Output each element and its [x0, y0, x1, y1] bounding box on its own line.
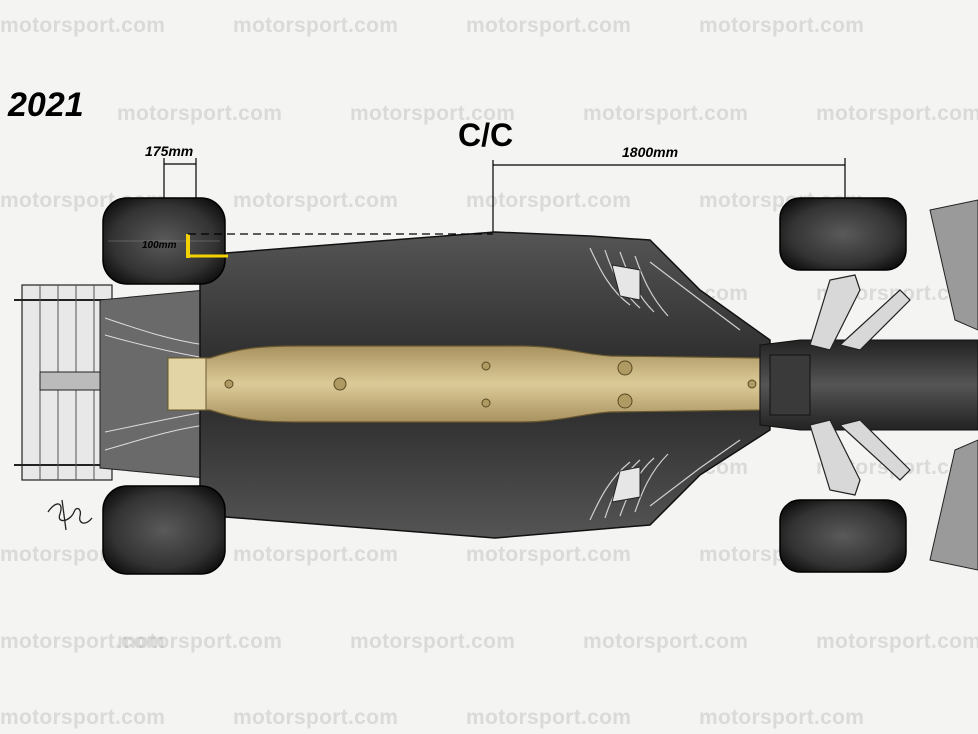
tyre-width-label: 175mm — [145, 143, 194, 159]
tyre-width-dimension — [163, 158, 197, 198]
centerline-label: C/C — [458, 117, 514, 153]
front-suspension — [809, 274, 911, 496]
artist-signature — [47, 499, 93, 531]
front-tyre-bottom — [779, 499, 907, 573]
nose — [759, 339, 978, 431]
year-label: 2021 — [8, 86, 84, 124]
wheelbase-dimension-label: 1800mm — [622, 144, 679, 160]
floor-slots — [611, 264, 641, 503]
rear-wing — [14, 284, 113, 481]
front-wing — [929, 199, 978, 571]
plank — [167, 345, 761, 423]
floor-cut-label: 100mm — [142, 240, 177, 251]
diffuser — [99, 289, 206, 479]
wheelbase-dimension — [493, 158, 846, 198]
floor-cut-marker — [186, 234, 228, 258]
front-tyre-top — [779, 197, 907, 271]
rear-tyre-bottom — [102, 485, 226, 575]
